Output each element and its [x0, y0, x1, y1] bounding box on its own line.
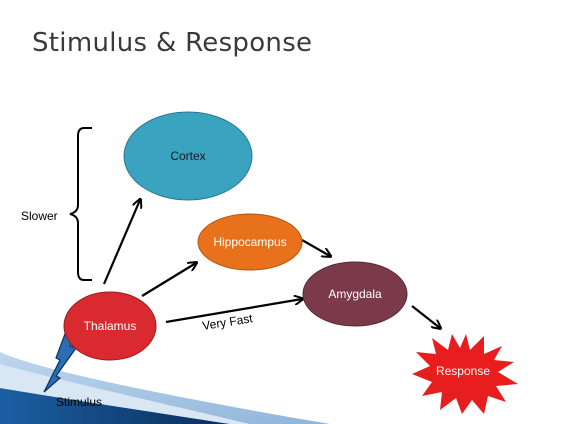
arrow-thalamus-to-amygdala: [165, 299, 302, 324]
arrow-amygdala-to-response: [411, 305, 440, 328]
node-cortex: Cortex: [123, 111, 253, 201]
brace-label: Slower: [21, 209, 58, 223]
edges: [102, 200, 440, 328]
starburst-shape: [412, 334, 518, 414]
arrow-thalamus-to-hippocampus: [141, 263, 196, 297]
stimulus-label: Stimulus: [56, 395, 102, 409]
node-hippocampus: Hippocampus: [197, 213, 303, 271]
corner-decoration: [0, 352, 330, 424]
node-thalamus: Thalamus: [63, 291, 157, 361]
node-amygdala: Amygdala: [302, 261, 408, 327]
node-response: Response: [412, 334, 518, 414]
node-hippocampus-label: Hippocampus: [213, 235, 286, 249]
node-thalamus-label: Thalamus: [84, 319, 137, 333]
slide-title: Stimulus & Response: [32, 28, 313, 58]
arrow-thalamus-to-cortex: [102, 200, 140, 285]
brace: [69, 127, 92, 281]
node-response-label: Response: [436, 364, 490, 378]
node-amygdala-label: Amygdala: [328, 287, 382, 301]
arrow-hippocampus-to-amygdala: [301, 239, 330, 256]
node-cortex-label: Cortex: [170, 149, 205, 163]
